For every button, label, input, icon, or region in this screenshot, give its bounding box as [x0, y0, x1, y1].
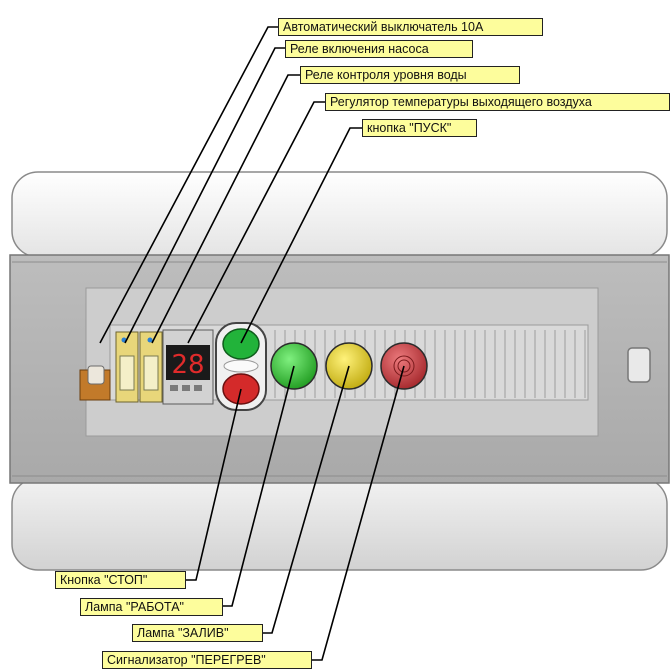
leader-fill-lamp: [263, 365, 350, 634]
callout-level-relay: Реле контроля уровня воды: [300, 66, 520, 84]
leader-work-lamp: [223, 365, 295, 607]
leader-lines: [99, 26, 405, 661]
enclosure-bottom-cover: [11, 477, 668, 571]
leader-pump-relay: [124, 47, 285, 344]
callout-pump-relay: Реле включения насоса: [285, 40, 473, 58]
enclosure-top-cover: [11, 171, 668, 258]
callout-fill-lamp: Лампа "ЗАЛИВ": [132, 624, 263, 642]
callout-breaker: Автоматический выключатель 10A: [278, 18, 543, 36]
leader-start-button: [240, 127, 362, 344]
level-relay: [139, 331, 163, 403]
pump-relay: [115, 331, 139, 403]
start-stop-button-block: [215, 322, 267, 411]
temperature-display-value: 28: [171, 350, 204, 380]
start-button[interactable]: [222, 328, 260, 360]
callout-overheat-alarm: Сигнализатор "ПЕРЕГРЕВ": [102, 651, 312, 669]
callout-start-button: кнопка "ПУСК": [362, 119, 477, 137]
door-latch[interactable]: [627, 347, 651, 383]
temperature-regulator: 28: [162, 329, 214, 405]
leader-overheat: [312, 365, 405, 661]
callout-work-lamp: Лампа "РАБОТА": [80, 598, 223, 616]
temperature-display: [166, 345, 210, 380]
leader-temp-regulator: [187, 101, 325, 344]
leader-level-relay: [151, 74, 300, 344]
circuit-breaker: [79, 365, 111, 401]
enclosure: 28: [9, 171, 670, 571]
leader-stop-button: [186, 388, 242, 581]
callout-stop-button: Кнопка "СТОП": [55, 571, 186, 589]
leader-breaker: [99, 26, 278, 344]
callout-temp-regulator: Регулятор температуры выходящего воздуха: [325, 93, 670, 111]
